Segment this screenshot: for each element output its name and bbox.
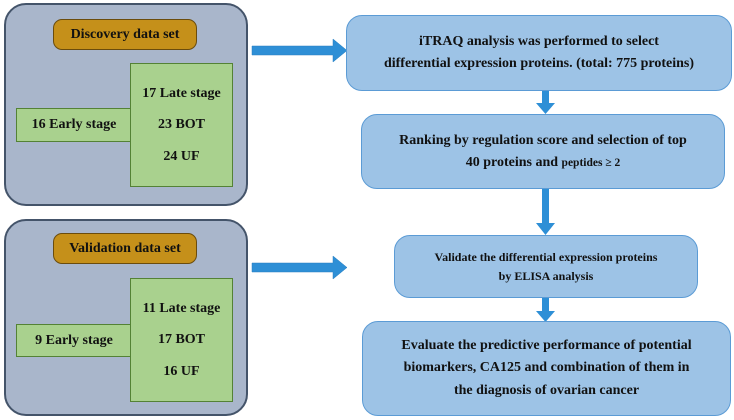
discovery-bot: 23 BOT — [157, 117, 206, 132]
step-evaluate-performance: Evaluate the predictive performance of p… — [362, 321, 731, 416]
validation-early-stage: 9 Early stage — [16, 324, 132, 357]
validation-groups: 11 Late stage 17 BOT 16 UF — [130, 278, 233, 402]
step-validate-line2: by ELISA analysis — [498, 268, 594, 283]
arrow-itraq-to-ranking — [536, 90, 555, 114]
step-validate-elisa: Validate the differential expression pro… — [394, 235, 698, 298]
arrow-validate-to-evaluate — [536, 298, 555, 322]
step-ranking-line2-main: 40 proteins and — [465, 154, 562, 170]
discovery-groups: 17 Late stage 23 BOT 24 UF — [130, 63, 233, 187]
validation-bot: 17 BOT — [157, 332, 206, 347]
validation-late-stage: 11 Late stage — [142, 300, 221, 316]
discovery-late-stage: 17 Late stage — [142, 85, 221, 101]
validation-title: Validation data set — [53, 233, 197, 264]
discovery-uf: 24 UF — [163, 148, 200, 164]
step-ranking: Ranking by regulation score and selectio… — [361, 114, 725, 189]
step-itraq-line1: iTRAQ analysis was performed to select — [419, 34, 659, 50]
arrow-discovery-to-itraq — [251, 38, 348, 63]
step-ranking-line2: 40 proteins and peptides ≥ 2 — [466, 152, 621, 174]
arrow-validation-to-validate — [251, 255, 348, 280]
step-itraq-line2: differential expression proteins. (total… — [383, 56, 695, 71]
step-evaluate-line2: biomarkers, CA125 and combination of the… — [403, 360, 690, 376]
validation-uf: 16 UF — [163, 363, 200, 379]
discovery-early-stage: 16 Early stage — [16, 108, 132, 142]
step-evaluate-line3: the diagnosis of ovarian cancer — [453, 382, 640, 398]
step-evaluate-line1: Evaluate the predictive performance of p… — [401, 337, 692, 353]
arrow-ranking-to-validate — [536, 188, 555, 235]
step-itraq-analysis: iTRAQ analysis was performed to select d… — [346, 15, 732, 91]
step-validate-line1: Validate the differential expression pro… — [434, 249, 658, 264]
step-ranking-line1: Ranking by regulation score and selectio… — [399, 132, 687, 148]
discovery-title: Discovery data set — [53, 19, 197, 50]
step-ranking-line2-peptides: peptides ≥ 2 — [561, 156, 621, 169]
